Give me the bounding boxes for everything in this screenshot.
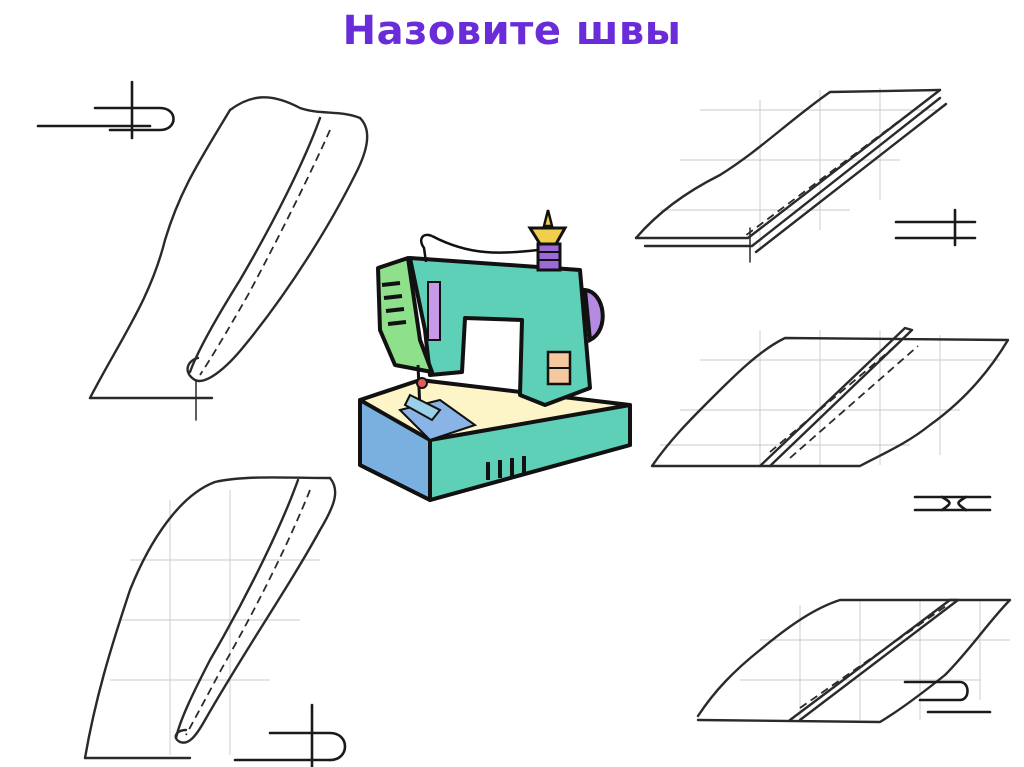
sewing-machine-icon bbox=[358, 209, 632, 502]
seam-symbol-bottom-right bbox=[903, 680, 992, 714]
seam-symbol-middle-right bbox=[913, 495, 992, 512]
seam-drawing-bottom-left bbox=[83, 476, 337, 760]
seam-drawing-middle-right bbox=[650, 326, 1010, 468]
seam-symbol-top-left bbox=[36, 80, 175, 140]
seam-symbol-top-right bbox=[894, 208, 977, 247]
seam-drawing-top-right bbox=[634, 88, 948, 263]
seam-drawing-top-left bbox=[88, 96, 369, 421]
slide-title: Назовите швы bbox=[342, 8, 682, 54]
seam-drawing-bottom-right bbox=[696, 598, 1012, 724]
seam-symbol-bottom-left bbox=[233, 703, 347, 767]
